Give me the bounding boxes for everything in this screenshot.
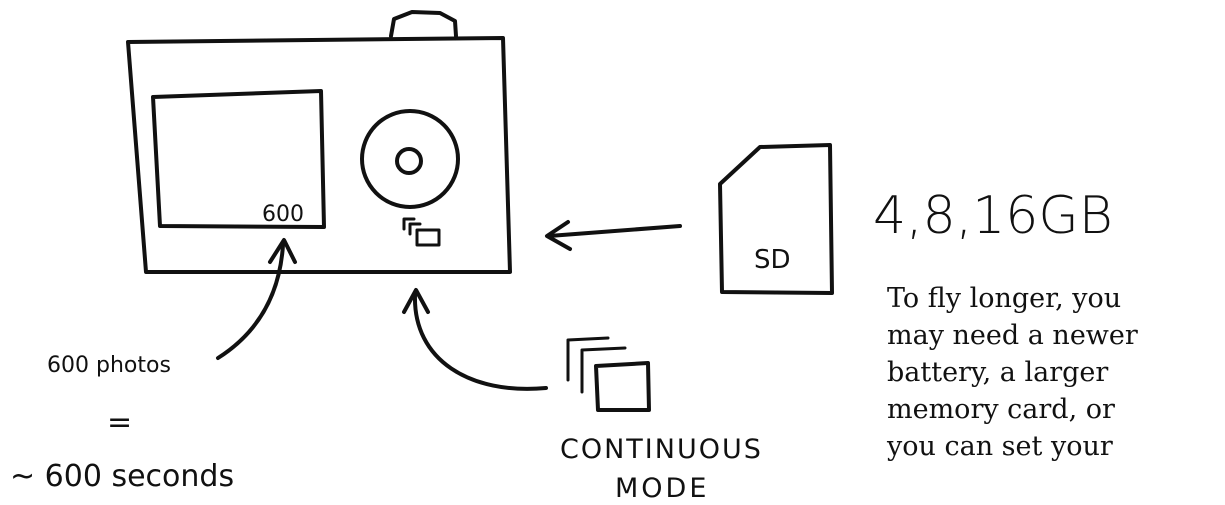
photos-annotation: 600 photos = ~ 600 seconds [10, 353, 234, 494]
body-line: may need a newer [887, 320, 1138, 351]
sd-card-label: SD [754, 245, 791, 275]
body-line: memory card, or [887, 394, 1115, 425]
lens-outer [360, 109, 460, 209]
body-line: you can set your [887, 431, 1113, 462]
screen-counter: 600 [262, 202, 304, 227]
photos-annotation-equals: = [107, 405, 132, 440]
lens-inner [395, 147, 423, 175]
camera-body [126, 36, 512, 274]
sd-to-camera-arrow [545, 220, 682, 251]
sd-card-outline [718, 143, 834, 295]
stacked-frames-icon [566, 336, 651, 412]
sd-card: SD [718, 143, 834, 295]
continuous-mode-label: CONTINUOUS MODE [560, 434, 763, 504]
lcd-screen [151, 89, 326, 229]
shutter-button [389, 10, 458, 38]
body-line: To fly longer, you [887, 283, 1122, 314]
continuous-mode-line2: MODE [615, 473, 709, 504]
photos-to-screen-arrow [216, 238, 297, 360]
photos-annotation-line3: ~ 600 seconds [10, 459, 234, 494]
mode-to-camera-arrow [402, 288, 548, 391]
capacity-label: 4,8,16GB [873, 186, 1113, 246]
body-line: battery, a larger [887, 357, 1109, 388]
continuous-mode-icon [402, 217, 441, 247]
photos-annotation-line1: 600 photos [47, 353, 171, 378]
continuous-mode-line1: CONTINUOUS [560, 434, 763, 465]
camera: 600 [126, 10, 512, 274]
body-paragraph: To fly longer, you may need a newer batt… [887, 280, 1225, 465]
